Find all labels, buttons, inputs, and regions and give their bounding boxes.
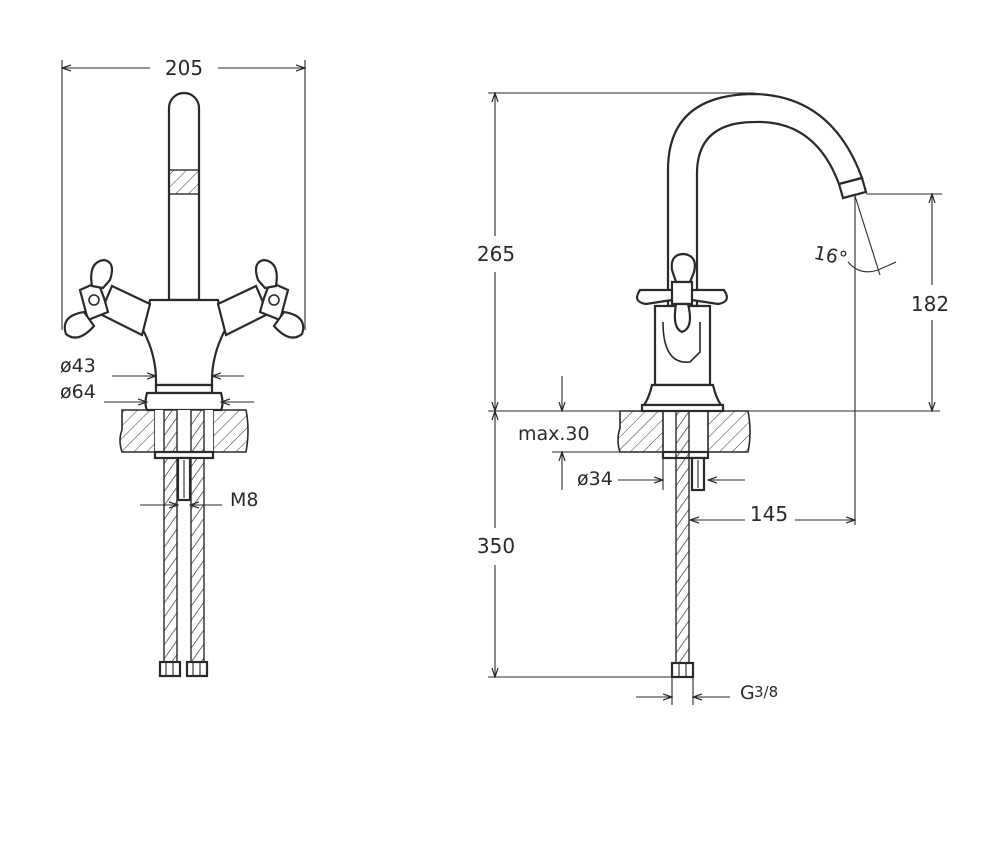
dim-m8-label: M8: [230, 489, 258, 511]
side-body: [640, 304, 725, 413]
dimension-350: 350: [477, 411, 672, 677]
dim-g-label: G: [740, 682, 755, 704]
dim-dia-64-label: ø64: [60, 381, 96, 403]
dim-350-label: 350: [477, 534, 515, 558]
dim-max-30-label: max.30: [518, 423, 590, 445]
dimension-angle: 16°: [812, 195, 897, 525]
front-left-handle: [63, 258, 152, 339]
dim-265-label: 265: [477, 242, 515, 266]
dimension-dia-43-64: ø43 ø64: [60, 355, 254, 403]
dimension-205: 205: [62, 56, 305, 330]
dim-145-label: 145: [750, 502, 788, 526]
dimension-g-3-8: G 3/8: [636, 677, 778, 705]
side-handle: [636, 252, 728, 334]
front-view: 205: [60, 56, 305, 678]
dim-dia-34-label: ø34: [577, 468, 613, 490]
dim-205-label: 205: [165, 56, 203, 80]
dimension-dia-34: ø34: [577, 458, 745, 490]
side-spout: [666, 92, 868, 308]
dimension-m8: M8: [140, 489, 258, 511]
dimension-182: 182: [866, 194, 949, 411]
dim-g-fraction-label: 3/8: [754, 683, 778, 701]
dimension-max-30: max.30: [518, 376, 620, 490]
dim-182-label: 182: [911, 292, 949, 316]
front-countertop: [119, 409, 249, 453]
side-hose: [670, 410, 706, 679]
dim-dia-43-label: ø43: [60, 355, 96, 377]
dimension-145: 145: [690, 502, 855, 526]
front-right-handle: [216, 258, 305, 339]
front-body: [141, 298, 227, 412]
dim-angle-label: 16°: [812, 242, 850, 271]
front-spout: [167, 91, 201, 302]
front-hoses: [153, 409, 215, 678]
side-view: 265 182 16°: [477, 93, 949, 705]
